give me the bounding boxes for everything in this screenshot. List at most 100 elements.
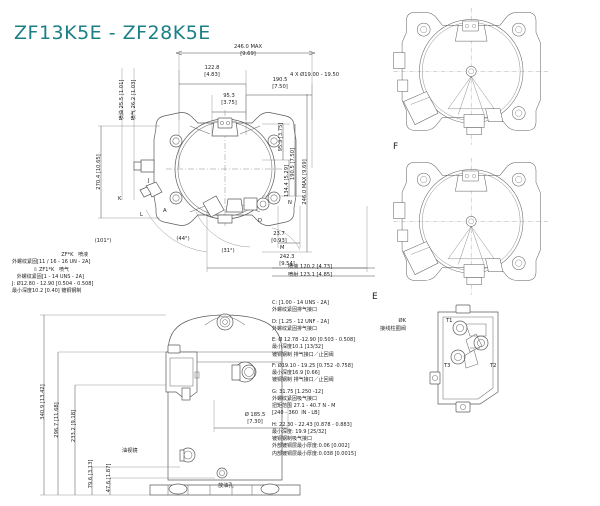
dim-value: 47.6 — [106, 480, 112, 493]
point-label-N: N — [288, 200, 292, 206]
legend-entry-F: F: Ø19.10 - 19.25 [0.752 -0.758] 最小深度16.… — [272, 363, 402, 385]
dim-width-190-5: 190.5[7.50] — [250, 77, 310, 90]
legend-line: F: Ø19.10 - 19.25 [0.752 -0.758] — [272, 362, 353, 369]
legend-line: [240 - 360 IN - LB] — [272, 410, 320, 417]
left-note-line: 最小深度10.2 [0.40] 镀铜钢制 — [12, 288, 82, 295]
front-elevation-body — [40, 300, 301, 496]
left-note-line: 外螺纹紧固[1 - 14 UNS - 2A] — [12, 273, 84, 280]
dim-inch: [4.83] — [204, 71, 220, 78]
view-e-label: E — [372, 292, 378, 302]
point-label-D: D — [258, 218, 262, 224]
dim-depth-270-4: 270.4 [10.65] — [96, 144, 103, 200]
dim-overall-width: 246.0 MAX[9.69] — [208, 44, 288, 57]
legend-line: 外螺纹紧固排气接口 — [272, 307, 318, 314]
view-f-label: F — [393, 142, 399, 152]
right-middle-view-body — [393, 158, 549, 295]
legend-line: 外螺纹紧固排气接口 — [272, 325, 318, 332]
dim-height-233-2: 233.2 [9.18] — [71, 400, 78, 452]
dim-diameter-185-5: Ø 185.5[7.30] — [225, 412, 285, 425]
dim-value: 122.8 — [204, 65, 220, 71]
dim-value: 270.4 — [96, 174, 102, 190]
legend-line: 最小深度: 19.9 [25/32] — [272, 428, 327, 435]
dim-height-47-6: 47.6 [1.87] — [106, 454, 113, 502]
legend-entry-D: D: [1.25 - 12 UNF - 2A] 外螺纹紧固排气接口 — [272, 319, 402, 334]
legend-line: H: 22.30 - 22.43 [0.878 - 0.883] — [272, 421, 352, 428]
dim-value: 242.3 — [279, 254, 295, 260]
legend-line: 镀铜钢制 排气接口／止回阀 — [272, 351, 334, 358]
dim-width-122-8: 122.8[4.83] — [182, 65, 242, 78]
dim-value: Ø 185.5 — [244, 412, 266, 418]
terminal-t3-label: T3 — [444, 363, 451, 369]
callout-sight-glass: 油视镜 — [122, 448, 138, 454]
left-note-line: I: ZF1*K 喷气 — [12, 266, 70, 273]
legend-line: 镀铜钢制吸气接口 — [272, 436, 313, 442]
dim-height-296-7: 296.7 [11.68] — [54, 392, 61, 448]
dim-inch: [0.93] — [271, 237, 287, 244]
dim-inch: [3.75] — [278, 122, 284, 139]
dim-inch: [9.69] — [240, 50, 256, 57]
point-label-M: M — [280, 245, 285, 251]
view-e-leader — [382, 280, 462, 298]
dim-offset-23-7: 23.7[0.93] — [259, 231, 299, 244]
legend-line: C: [1.00 - 14 UNS - 2A] — [272, 300, 329, 306]
dim-value: 79.6 — [88, 476, 94, 489]
dim-value: 246.0 MAX — [233, 44, 263, 50]
legend-entry-G: G: 31.75 [1.250 -12] 外螺纹紧固吸气接口 扭矩范围 27.1… — [272, 389, 402, 418]
right-notes-block: C: [1.00 - 14 UNS - 2A] 外螺纹紧固排气接口 D: [1.… — [272, 300, 402, 458]
legend-entry-H: H: 22.30 - 22.43 [0.878 - 0.883] 最小深度: 1… — [272, 422, 402, 458]
legend-entry-C: C: [1.00 - 14 UNS - 2A] 外螺纹紧固排气接口 — [272, 300, 402, 315]
left-notes-block: ZF*K 喷液 外螺纹紧固[11 / 16 - 16 UN - 2A] I: Z… — [12, 252, 142, 296]
dim-inch: [9.54] — [279, 260, 295, 267]
point-label-K: K — [118, 196, 122, 202]
dim-inch: [10.65] — [96, 154, 102, 174]
dim-value: 190.5 — [272, 77, 288, 83]
note-spray-liquid: 喷液 120.2 [4.73] — [288, 264, 333, 270]
angle-101-label: (101°) — [94, 238, 112, 244]
dim-value: 134.4 — [284, 182, 290, 198]
point-label-A: A — [163, 208, 167, 214]
angle-31-label: (31°) — [221, 248, 235, 254]
point-label-J: J — [148, 178, 150, 184]
legend-line: G: 31.75 [1.250 -12] — [272, 388, 324, 395]
dim-overall-height: 246.0 MAX [9.69] — [302, 144, 309, 220]
dim-inch: [9.69] — [302, 159, 308, 175]
legend-line: 内部镀铜层最小厚度:0.038 [0.0015] — [272, 450, 356, 457]
note-spray-gas: 喷射 123.1 [4.85] — [288, 272, 333, 278]
legend-line: 最小深度10.1 [13/32] — [272, 344, 324, 351]
dim-inch: [3.13] — [88, 459, 94, 476]
dim-height-190-5: 190.5 [7.50] — [290, 136, 297, 192]
legend-line: 外螺纹紧固吸气接口 — [272, 395, 318, 402]
dim-inch: [5.29] — [284, 164, 290, 181]
dim-width-95-3: 95.3[3.75] — [199, 93, 259, 106]
terminal-t2-label: T2 — [490, 363, 497, 369]
top-view-body — [133, 110, 297, 228]
legend-entry-E: E: Ø 12.78 -12.90 [0.503 - 0.508] 最小深度10… — [272, 337, 402, 359]
dim-value: 246.0 MAX — [302, 176, 308, 205]
hole-callout-label: 4 X Ø19.00 - 19.50 — [290, 72, 340, 78]
dim-inch: [11.68] — [54, 402, 60, 422]
page-title: ZF13K5E - ZF28K5E — [14, 22, 211, 44]
legend-line: 最小深度16.9 [0.66] — [272, 370, 320, 376]
dim-inch: [3.75] — [221, 99, 237, 106]
left-note-line: ZF*K 喷液 — [12, 252, 89, 258]
legend-line: 扭矩范围 27.1 - 40.7 N - M — [272, 403, 336, 409]
dim-height-95-3: 95.3 [3.75] — [278, 114, 285, 160]
dim-inch: [13.42] — [40, 384, 46, 404]
callout-oil-drain: 放油孔 — [218, 483, 234, 489]
dim-value: 233.2 — [71, 427, 77, 443]
top-view-dimension-lines — [98, 50, 375, 277]
dim-height-79-6: 79.6 [3.13] — [88, 450, 95, 498]
dim-value: 23.7 — [273, 231, 285, 237]
dim-inch: [9.18] — [71, 409, 77, 426]
legend-line: D: [1.25 - 12 UNF - 2A] — [272, 318, 329, 325]
dim-inch: [1.87] — [106, 463, 112, 480]
right-top-view-body — [393, 8, 549, 145]
dim-height-134-4: 134.4 [5.29] — [284, 156, 291, 206]
terminal-t1-label: T1 — [446, 318, 453, 324]
note-spray-gas-26-2: 喷气 26.2 [1.03] — [131, 79, 137, 121]
point-label-L: L — [140, 212, 143, 218]
left-note-line: J: Ø12.80 - 12.90 [0.504 - 0.508] — [12, 281, 94, 287]
dim-value: 95.3 — [278, 139, 284, 152]
dim-value: 296.7 — [54, 422, 60, 438]
